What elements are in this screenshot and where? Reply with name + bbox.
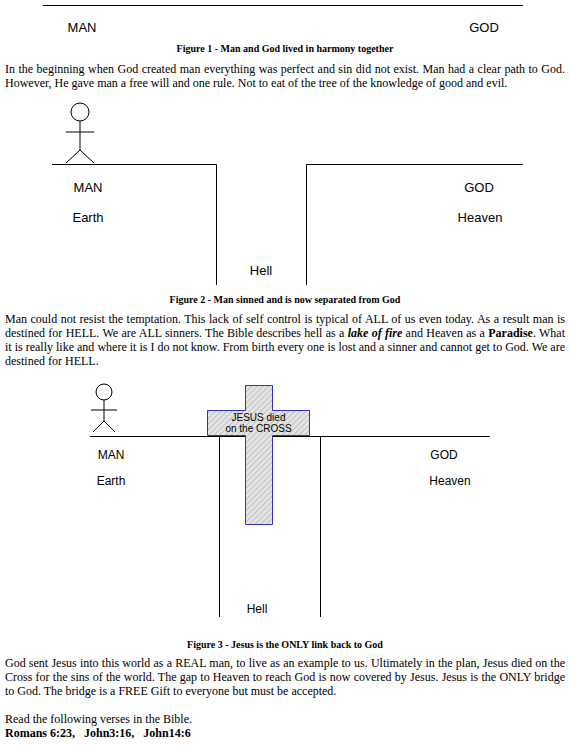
- figure-label: MAN: [74, 181, 103, 194]
- node-text: JESUS died on the CROSS: [225, 410, 292, 436]
- figure-leg: [104, 421, 115, 432]
- paragraph: Romans 6:23, John3:16, John14:6: [5, 726, 565, 740]
- emphasis-text: Paradise: [488, 326, 533, 340]
- figure-leg: [93, 421, 104, 432]
- place-label: Heaven: [429, 475, 470, 487]
- instruction-text: Read the following verses in the Bible.: [5, 712, 192, 726]
- place-label: Earth: [97, 475, 126, 487]
- figure-head: [96, 384, 112, 400]
- paragraph: Read the following verses in the Bible.: [5, 712, 565, 726]
- figure-head: [71, 103, 89, 121]
- figure-label: GOD: [469, 21, 499, 34]
- paragraph: God sent Jesus into this world as a REAL…: [5, 656, 565, 698]
- figure-leg: [80, 150, 94, 163]
- figure-label: MAN: [98, 449, 125, 461]
- paragraph-text: In the beginning when God created man ev…: [5, 62, 565, 90]
- place-label: Hell: [247, 603, 268, 615]
- verse-reference: Romans 6:23, John3:16, John14:6: [5, 726, 191, 740]
- gap-wall: [320, 436, 321, 617]
- place-label: Heaven: [458, 211, 503, 224]
- paragraph-text: and Heaven as a: [406, 326, 485, 340]
- ground-line: [90, 436, 490, 437]
- place-label: Hell: [250, 264, 272, 277]
- harmony-line: [43, 5, 523, 6]
- paragraph: In the beginning when God created man ev…: [5, 62, 565, 90]
- earth-edge: [52, 165, 217, 286]
- heaven-edge: [307, 165, 524, 286]
- figure-leg: [66, 150, 80, 163]
- figure-body: [80, 121, 81, 150]
- paragraph-text: God sent Jesus into this world as a REAL…: [5, 656, 565, 698]
- figure-caption: Figure 2 - Man sinned and is now separat…: [170, 295, 401, 305]
- figure-label: MAN: [68, 21, 97, 34]
- stick-figure: [91, 384, 117, 432]
- place-label: Earth: [72, 211, 103, 224]
- figure-label: GOD: [430, 449, 457, 461]
- figure-caption: Figure 3 - Jesus is the ONLY link back t…: [187, 640, 383, 650]
- emphasis-text: lake of fire: [348, 326, 403, 340]
- figure-label: GOD: [464, 181, 494, 194]
- figure-arms: [66, 132, 94, 133]
- figure-caption: Figure 1 - Man and God lived in harmony …: [177, 44, 394, 54]
- figure-arms: [91, 410, 117, 411]
- paragraph: Man could not resist the temptation. Thi…: [5, 312, 565, 368]
- gap-wall: [219, 436, 220, 617]
- stick-figure: [66, 103, 94, 163]
- cross-outline: [207, 385, 310, 525]
- cross-fill: [208, 386, 310, 525]
- cross-shape: JESUS died on the CROSS: [207, 385, 310, 525]
